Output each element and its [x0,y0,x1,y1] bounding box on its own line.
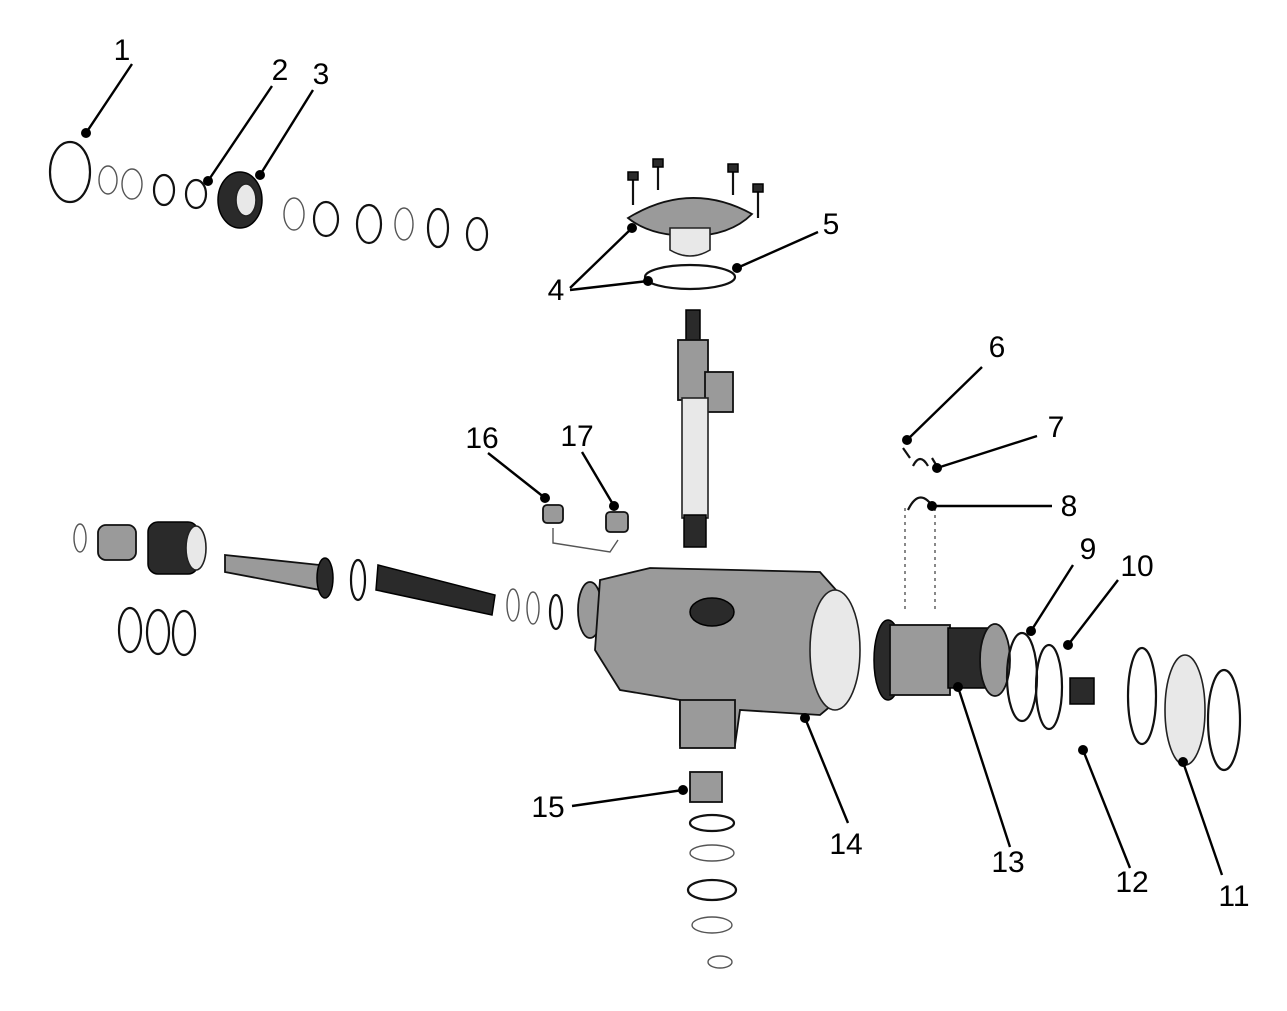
leader-lines [85,63,1224,876]
callout-17: 17 [560,420,593,453]
callout-14: 14 [829,828,862,861]
callout-15: 15 [531,791,564,824]
callout-9: 9 [1080,533,1097,566]
plugs [542,504,629,553]
callout-1: 1 [114,34,131,67]
callout-5: 5 [823,208,840,241]
callout-4: 4 [548,274,565,307]
left-valve-parts [73,521,603,657]
callout-6: 6 [989,331,1006,364]
side-cover-assembly [626,158,764,291]
callout-11: 11 [1218,880,1249,913]
callout-2: 2 [272,54,289,87]
callout-16: 16 [465,422,498,455]
upper-left-seal-set [48,140,489,252]
ball-return-clips [902,447,939,469]
parts-illustration [48,140,1242,969]
callout-10: 10 [1120,550,1153,583]
right-seal-set [1005,631,1242,772]
leader-dots [81,128,1188,795]
callout-8: 8 [1061,490,1078,523]
gear-housing [594,567,861,749]
callout-7: 7 [1048,411,1065,444]
callout-3: 3 [313,58,330,91]
sector-shaft [677,309,734,548]
bottom-bearing-stack [686,771,738,969]
callout-12: 12 [1115,866,1148,899]
callout-13: 13 [991,846,1024,879]
callout-labels: 1 2 3 4 5 6 7 8 9 10 11 12 13 14 15 16 1… [114,34,1250,913]
rack-piston [873,496,1011,701]
